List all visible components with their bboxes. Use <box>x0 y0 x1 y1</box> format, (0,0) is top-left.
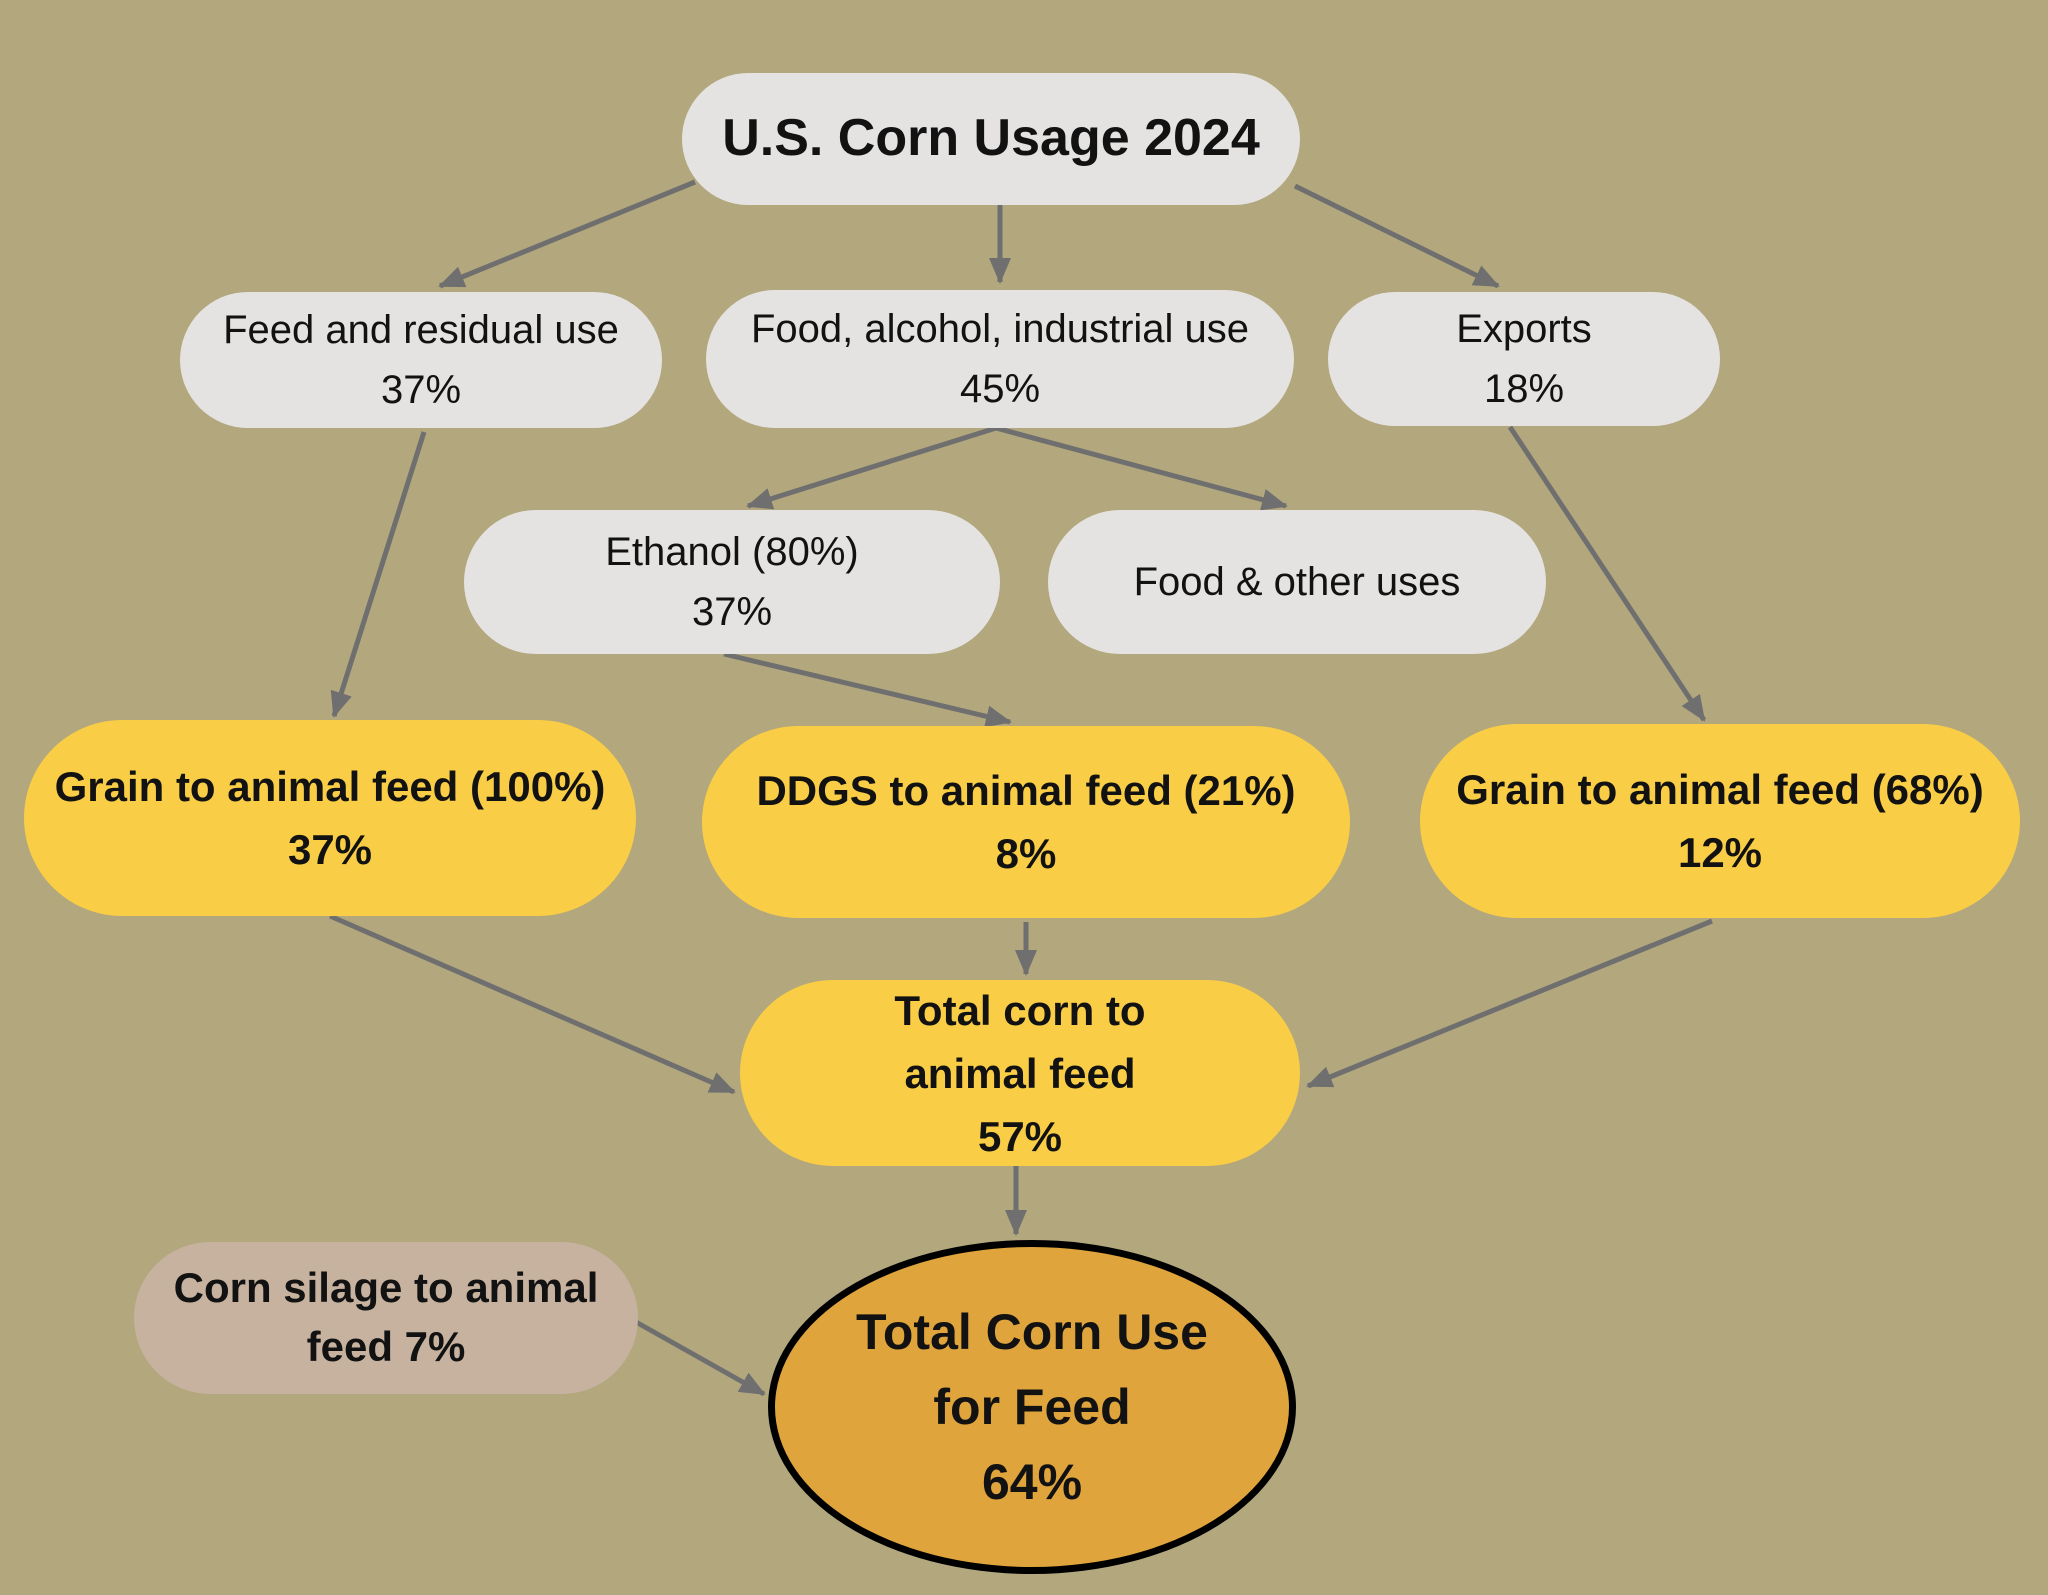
node-total-corn-feed-line2: animal feed <box>904 1049 1136 1097</box>
node-food-other-label: Food & other uses <box>1133 560 1461 604</box>
edge-feed-to-grain100 <box>330 431 427 718</box>
node-total-corn-feed-value: 57% <box>977 1112 1063 1160</box>
node-total-corn-use-line1: Total Corn Use <box>856 1303 1208 1360</box>
node-total-corn-use-line2: for Feed <box>933 1378 1131 1435</box>
node-corn-silage: Corn silage to animal feed 7% <box>134 1242 638 1394</box>
node-ethanol: Ethanol (80%) 37% <box>464 510 1000 654</box>
node-feed-residual: Feed and residual use 37% <box>180 292 662 428</box>
node-ddgs-feed: DDGS to animal feed (21%) 8% <box>702 726 1350 918</box>
node-food-other: Food & other uses <box>1048 510 1546 654</box>
node-grain-feed-68-label: Grain to animal feed (68%) <box>1456 766 1984 813</box>
edge-grain68-to-total-feed <box>1306 918 1713 1089</box>
node-total-corn-feed: Total corn to animal feed 57% <box>740 980 1300 1166</box>
node-corn-silage-line1: Corn silage to animal <box>173 1264 599 1312</box>
node-exports-label: Exports <box>1456 307 1592 351</box>
edge-title-to-feed-residual <box>438 179 696 289</box>
edge-ethanol-to-ddgs <box>723 651 1012 728</box>
node-corn-silage-line2: feed 7% <box>306 1323 466 1370</box>
node-feed-residual-value: 37% <box>380 368 462 412</box>
node-ddgs-feed-label: DDGS to animal feed (21%) <box>756 767 1296 814</box>
node-food-alcohol-value: 45% <box>959 367 1041 411</box>
node-exports: Exports 18% <box>1328 292 1720 426</box>
node-ethanol-value: 37% <box>691 590 773 634</box>
node-grain-feed-100-value: 37% <box>287 826 373 873</box>
node-title: U.S. Corn Usage 2024 <box>682 73 1300 205</box>
node-grain-feed-68-value: 12% <box>1677 829 1763 876</box>
edge-food-to-ethanol <box>746 425 997 510</box>
edge-silage-to-total-use <box>634 1319 766 1397</box>
edge-title-to-exports <box>1293 183 1500 289</box>
node-ddgs-feed-value: 8% <box>995 830 1057 877</box>
node-food-alcohol-label: Food, alcohol, industrial use <box>750 307 1250 351</box>
node-grain-feed-100-label: Grain to animal feed (100%) <box>54 763 606 810</box>
node-ethanol-label: Ethanol (80%) <box>605 530 859 574</box>
node-grain-feed-100: Grain to animal feed (100%) 37% <box>24 720 636 916</box>
node-exports-value: 18% <box>1483 367 1565 411</box>
node-food-alcohol-industrial: Food, alcohol, industrial use 45% <box>706 290 1294 428</box>
node-feed-residual-label: Feed and residual use <box>223 308 619 352</box>
node-total-corn-feed-line1: Total corn to <box>894 986 1146 1034</box>
node-total-corn-use-value: 64% <box>981 1453 1083 1510</box>
edge-grain100-to-total-feed <box>329 913 736 1095</box>
node-total-corn-use: Total Corn Use for Feed 64% <box>768 1240 1296 1574</box>
edge-exports-to-grain68 <box>1507 425 1707 722</box>
node-title-label: U.S. Corn Usage 2024 <box>722 109 1260 168</box>
node-grain-feed-68: Grain to animal feed (68%) 12% <box>1420 724 2020 918</box>
edge-food-to-food-other <box>995 425 1288 511</box>
